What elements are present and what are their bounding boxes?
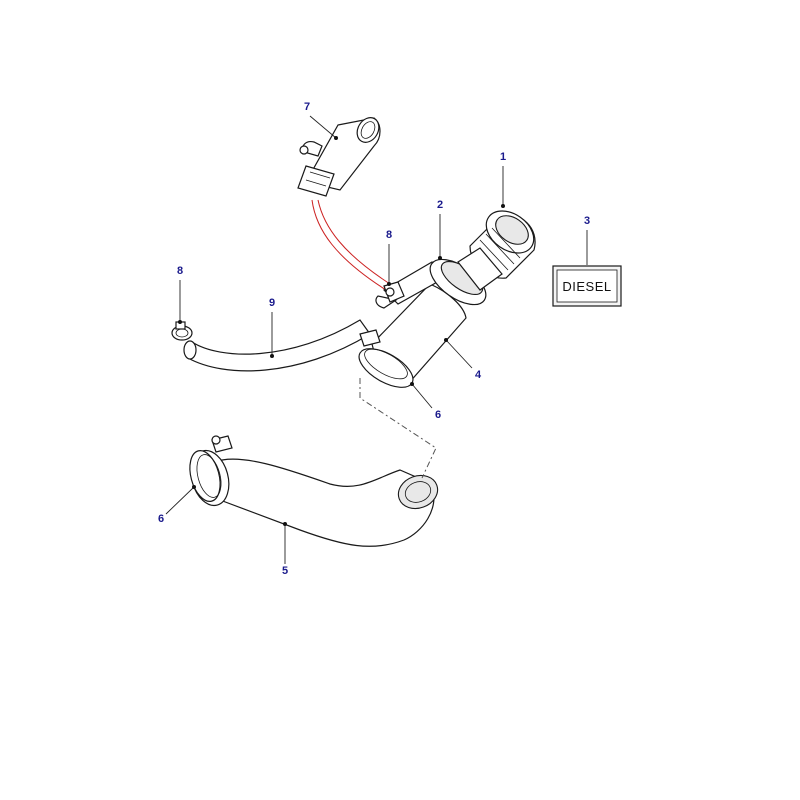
callout-6-upper: 6	[435, 409, 441, 421]
assembly-dash-line	[359, 378, 437, 479]
callout-1: 1	[500, 151, 506, 163]
callout-5: 5	[282, 565, 288, 577]
vent-line-red-a	[311, 199, 387, 291]
callout-7: 7	[304, 101, 310, 113]
callout-8-center: 8	[386, 229, 392, 241]
vent-line-red-b	[317, 199, 391, 285]
callout-6-lower: 6	[158, 513, 164, 525]
part-7-breather-tube	[297, 117, 381, 197]
part-6-clamp-upper	[358, 329, 414, 388]
part-1-filler-cap	[457, 210, 536, 291]
callout-8-left: 8	[177, 265, 183, 277]
part-6-clamp-lower	[189, 435, 233, 502]
part-9-vent-hose	[183, 319, 371, 372]
callout-9: 9	[269, 297, 275, 309]
part-8-clip-left	[171, 321, 193, 341]
diesel-label-text: DIESEL	[562, 279, 611, 294]
part-8-clip-center	[383, 281, 405, 303]
callout-3: 3	[584, 215, 590, 227]
callout-4: 4	[475, 369, 482, 381]
part-5-lower-hose	[190, 449, 439, 547]
callout-2: 2	[437, 199, 443, 211]
callouts: 1 2 3 4 5 6 6 7 8 8	[158, 101, 590, 577]
part-3-diesel-label: DIESEL	[552, 265, 622, 307]
